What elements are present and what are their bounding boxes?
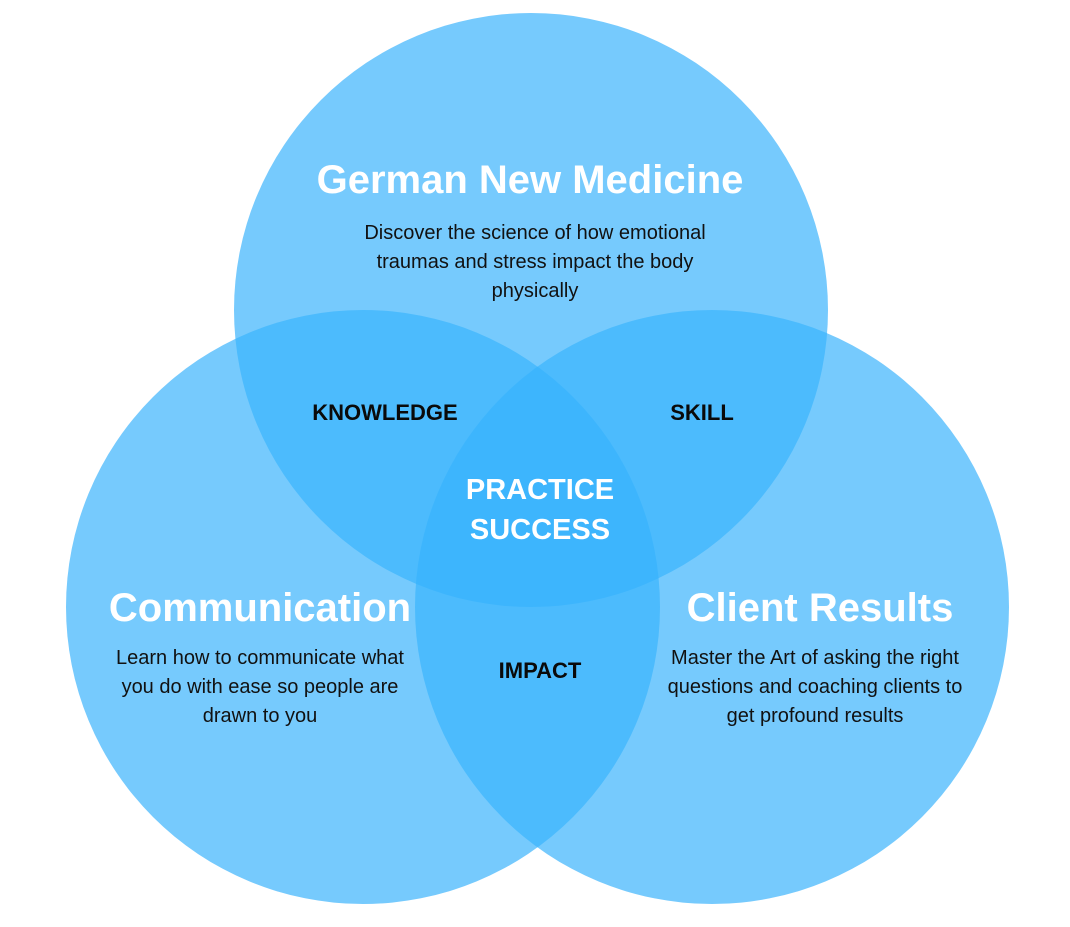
circle-description-client-results: Master the Art of asking the right quest… xyxy=(667,647,963,727)
circle-title-client-results: Client Results xyxy=(686,586,954,630)
overlap-label-impact: IMPACT xyxy=(498,658,582,683)
overlap-center xyxy=(415,310,660,607)
circle-description-communication: Learn how to communicate what you do wit… xyxy=(116,647,404,727)
overlap-skill xyxy=(415,310,828,607)
center-label-line2: SUCCESS xyxy=(469,514,611,546)
center-label-line1: PRACTICE xyxy=(465,474,615,506)
overlap-knowledge xyxy=(234,310,660,607)
center-label: PRACTICE SUCCESS xyxy=(420,470,660,550)
circle-title-communication: Communication xyxy=(108,586,412,630)
circle-description-german-new-medicine: Discover the science of how emotional tr… xyxy=(364,222,706,302)
circle-title-german-new-medicine: German New Medicine xyxy=(316,158,744,202)
overlap-label-skill: SKILL xyxy=(670,400,734,425)
overlap-label-knowledge: KNOWLEDGE xyxy=(312,400,458,425)
